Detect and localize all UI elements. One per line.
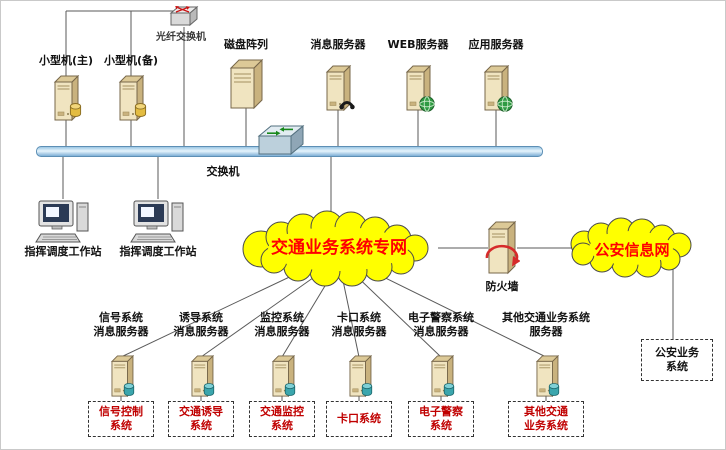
teal-cylinder-icon bbox=[284, 382, 296, 397]
other-system-server-label: 其他交通业务系统 服务器 bbox=[502, 311, 590, 339]
other-traffic-system-box: 其他交通 业务系统 bbox=[508, 401, 584, 437]
workstation-1-label: 指挥调度工作站 bbox=[24, 245, 102, 258]
phone-icon bbox=[339, 98, 355, 110]
teal-cylinder-icon bbox=[443, 382, 455, 397]
traffic-cloud-label: 交通业务系统专网 bbox=[271, 238, 407, 258]
database-cylinder-icon bbox=[69, 102, 82, 118]
teal-cylinder-icon bbox=[123, 382, 135, 397]
core-switch-icon bbox=[257, 125, 305, 161]
globe-icon bbox=[419, 96, 435, 112]
police-business-system-box: 公安业务 系统 bbox=[641, 339, 713, 381]
signal-control-system-box: 信号控制 系统 bbox=[88, 401, 154, 437]
epolice-system-server-label: 电子警察系统 消息服务器 bbox=[408, 311, 474, 339]
police-cloud-label: 公安信息网 bbox=[594, 241, 670, 259]
teal-cylinder-icon bbox=[548, 382, 560, 397]
teal-cylinder-icon bbox=[361, 382, 373, 397]
traffic-guidance-system-box: 交通诱导 系统 bbox=[168, 401, 234, 437]
electronic-police-system-box: 电子警察 系统 bbox=[408, 401, 474, 437]
checkpoint-system-box: 卡口系统 bbox=[326, 401, 392, 437]
fiber-switch-label: 光纤交换机 bbox=[156, 32, 206, 43]
fiber-switch-icon bbox=[169, 4, 199, 30]
app-server-label: 应用服务器 bbox=[468, 38, 524, 51]
workstation-2-label: 指挥调度工作站 bbox=[119, 245, 197, 258]
minicomputer-main-label: 小型机(主) bbox=[38, 54, 94, 67]
globe-icon bbox=[497, 96, 513, 112]
core-switch-label: 交换机 bbox=[206, 165, 240, 178]
teal-cylinder-icon bbox=[203, 382, 215, 397]
web-server-label: WEB服务器 bbox=[387, 38, 449, 51]
message-server-label: 消息服务器 bbox=[310, 38, 366, 51]
disk-array-icon bbox=[228, 59, 264, 109]
workstation-1-icon bbox=[33, 199, 93, 245]
firewall-label: 防火墙 bbox=[485, 280, 519, 293]
minicomputer-backup-label: 小型机(备) bbox=[103, 54, 159, 67]
firewall-icon bbox=[484, 220, 520, 278]
traffic-monitoring-system-box: 交通监控 系统 bbox=[249, 401, 315, 437]
disk-array-label: 磁盘阵列 bbox=[224, 38, 268, 51]
database-cylinder-icon bbox=[134, 102, 147, 118]
workstation-2-icon bbox=[128, 199, 188, 245]
